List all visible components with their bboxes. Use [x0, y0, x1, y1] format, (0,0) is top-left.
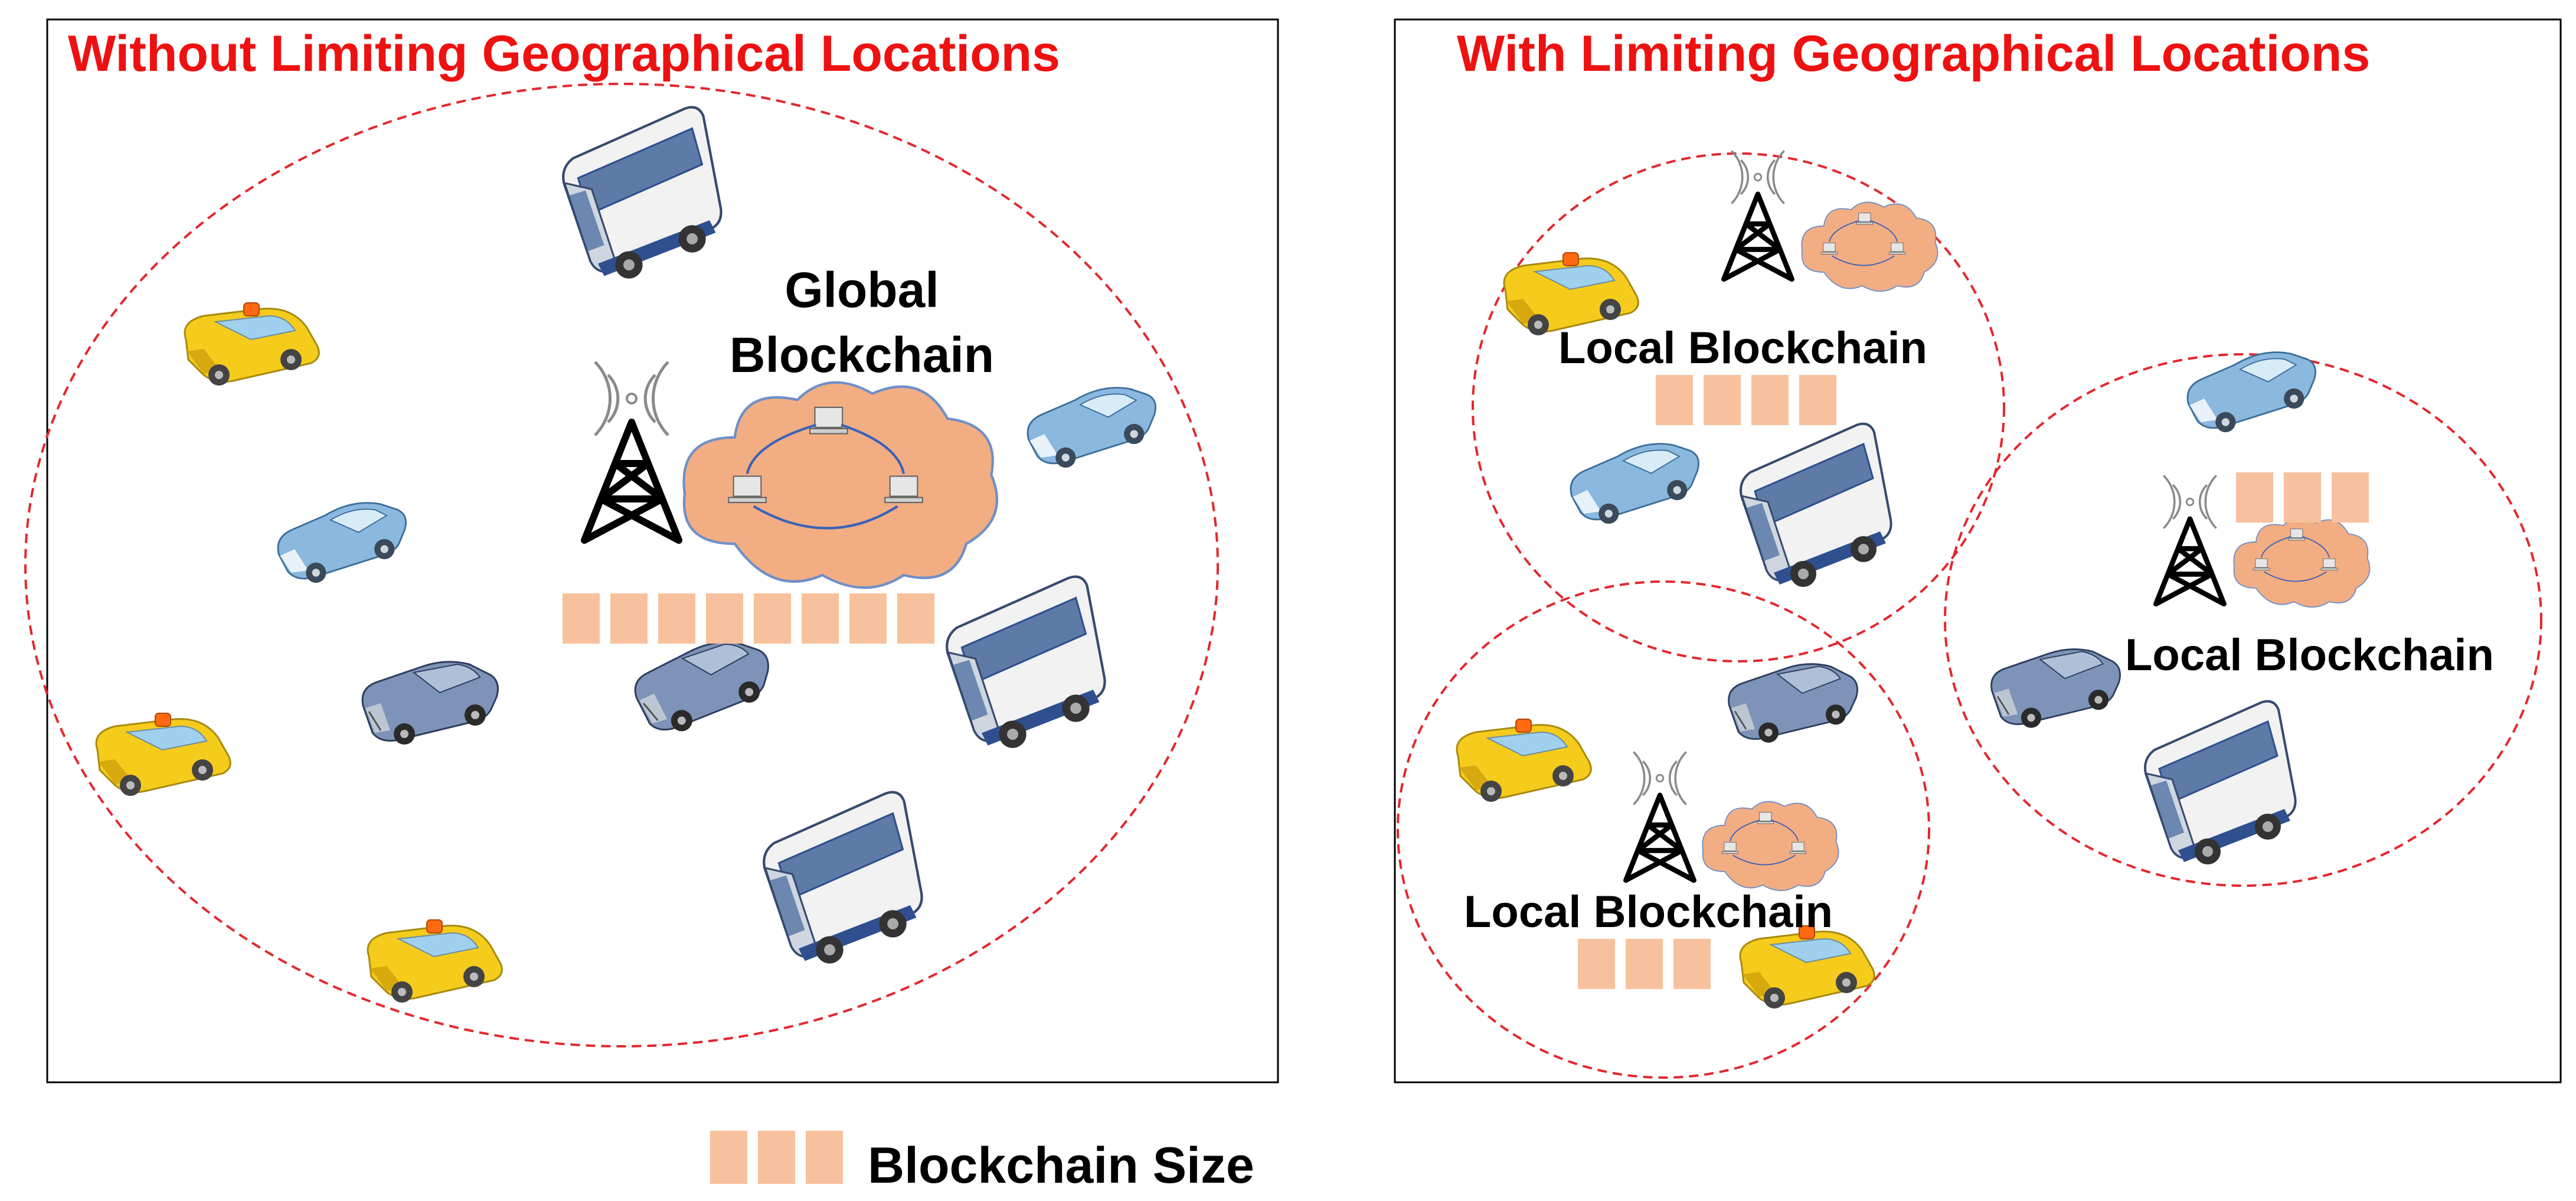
blockchain-block	[706, 593, 743, 644]
taxi-icon	[184, 302, 320, 387]
bus-icon	[947, 577, 1104, 748]
cell-tower-icon	[584, 362, 679, 540]
right-panel-frame	[1394, 18, 2562, 1083]
local-blockchain-blocks	[1578, 939, 1711, 989]
taxi-icon	[1739, 925, 1875, 1010]
local-blockchain-label: Local Blockchain	[1464, 887, 1833, 937]
local-region-outline	[1472, 152, 2005, 662]
cell-tower-icon	[2156, 475, 2224, 603]
cell-tower-icon	[1626, 752, 1694, 880]
bus-icon	[1740, 422, 1892, 588]
blockchain-block	[610, 593, 648, 644]
legend-blocks	[710, 1131, 843, 1184]
local-blockchain-label: Local Blockchain	[1558, 323, 1927, 373]
taxi-icon	[95, 712, 231, 797]
blockchain-block	[1656, 375, 1693, 425]
blockchain-block	[2332, 472, 2369, 523]
right-panel-title: With Limiting Geographical Locations	[1457, 25, 2370, 82]
left-panel-title: Without Limiting Geographical Locations	[68, 25, 1060, 82]
car-icon	[1570, 443, 1699, 525]
blockchain-block	[1626, 939, 1663, 989]
blockchain-block	[754, 593, 791, 644]
blockchain-block	[658, 593, 695, 644]
taxi-icon	[367, 919, 503, 1004]
taxi-icon	[1456, 718, 1592, 803]
local-blockchain-blocks	[2236, 472, 2369, 523]
blockchain-block	[806, 1131, 843, 1184]
car-icon	[2186, 351, 2316, 433]
blockchain-block	[897, 593, 934, 644]
global-blockchain-label-line2: Blockchain	[730, 327, 994, 383]
bus-icon	[2144, 700, 2297, 866]
global-blockchain-label-line1: Global	[784, 262, 939, 318]
sedan-icon	[1990, 648, 2121, 729]
right-panel: With Limiting Geographical Locations Loc…	[1394, 18, 2562, 1083]
global-region-outline	[24, 83, 1219, 1047]
global-blockchain-blocks	[563, 593, 934, 644]
car-icon	[1027, 387, 1156, 469]
blockchain-block	[1673, 939, 1711, 989]
car-icon	[277, 502, 407, 584]
legend: Blockchain Size	[710, 1131, 1254, 1194]
sedan-icon	[361, 661, 499, 746]
blockchain-block	[1578, 939, 1615, 989]
cell-tower-icon	[1724, 151, 1792, 279]
local-blockchain-label: Local Blockchain	[2125, 630, 2494, 680]
local-region-3: Local Blockchain	[1397, 580, 1930, 1079]
cloud-icon	[1702, 801, 1839, 892]
blockchain-block	[758, 1131, 795, 1184]
sedan-icon	[1728, 663, 1858, 744]
local-blockchain-blocks	[1656, 375, 1836, 425]
left-panel-frame	[46, 18, 1279, 1083]
blockchain-block	[710, 1131, 747, 1184]
blockchain-block	[2236, 472, 2273, 523]
bus-icon	[764, 792, 921, 964]
blockchain-block	[2284, 472, 2321, 523]
local-region-outline	[1397, 580, 1930, 1079]
local-region-outline	[1944, 353, 2542, 887]
left-panel: Without Limiting Geographical Locations …	[24, 18, 1279, 1083]
cloud-icon	[2233, 517, 2371, 608]
sedan-icon	[629, 635, 777, 738]
blockchain-block	[563, 593, 600, 644]
blockchain-block	[802, 593, 839, 644]
bus-icon	[563, 107, 721, 279]
legend-label: Blockchain Size	[868, 1137, 1254, 1194]
local-region-2: Local Blockchain	[1944, 351, 2542, 887]
blockchain-block	[1704, 375, 1741, 425]
blockchain-block	[1799, 375, 1836, 425]
cloud-icon	[684, 383, 997, 588]
local-region-1: Local Blockchain	[1472, 151, 2005, 662]
blockchain-block	[849, 593, 887, 644]
cloud-icon	[1801, 201, 1938, 292]
blockchain-block	[1751, 375, 1789, 425]
